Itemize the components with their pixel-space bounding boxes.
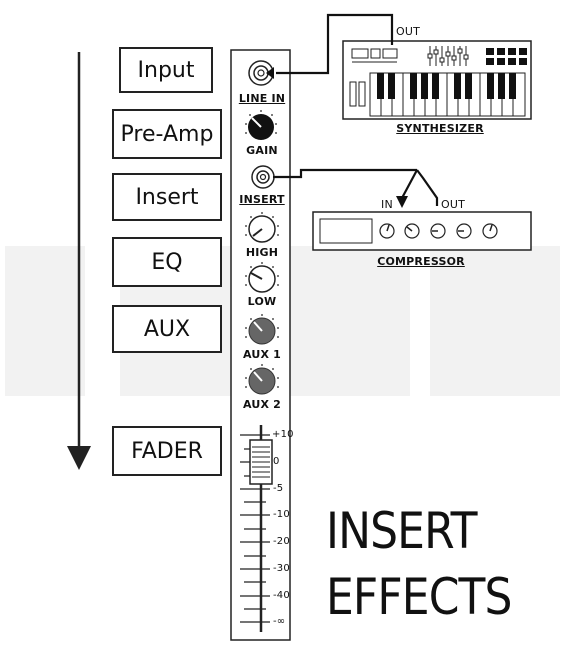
compressor-out-label: OUT (441, 198, 466, 211)
fader-cap-icon (249, 439, 273, 485)
aux1-label: AUX 1 (242, 348, 282, 361)
low-eq-knob-icon (248, 265, 276, 293)
line-in-jack-icon (248, 60, 274, 86)
line-in-label: LINE IN (238, 92, 286, 105)
insert-label: INSERT (239, 193, 285, 206)
stage-input: Input (119, 47, 213, 93)
synthesizer-label: SYNTHESIZER (396, 122, 484, 135)
high-eq-knob-icon (248, 215, 276, 243)
fader-scale-label: -20 (273, 536, 290, 547)
fader-scale-label: 0 (273, 456, 280, 467)
gain-label: GAIN (246, 144, 278, 157)
stage-insert: Insert (112, 173, 222, 221)
compressor-in-label: IN (381, 198, 393, 211)
stage-pre-amp: Pre-Amp (112, 109, 222, 159)
stage-fader: FADER (112, 426, 222, 476)
compressor-label: COMPRESSOR (377, 255, 465, 268)
low-label: LOW (247, 295, 277, 308)
fader-scale-label: -5 (273, 483, 284, 494)
fader-scale-label: -∞ (273, 616, 286, 627)
aux2-label: AUX 2 (242, 398, 282, 411)
title-line-2: EFFECTS (326, 568, 512, 626)
stage-aux: AUX (112, 305, 222, 353)
stage-eq: EQ (112, 237, 222, 287)
fader-scale-label: -30 (273, 563, 290, 574)
fader-scale-label: -40 (273, 590, 290, 601)
aux1-knob-icon (248, 317, 276, 345)
aux2-knob-icon (248, 367, 276, 395)
gain-knob-icon (248, 114, 274, 140)
fader-scale-label: -10 (273, 509, 290, 520)
fader-scale-label: +10 (272, 429, 294, 440)
insert-jack-icon (251, 165, 275, 189)
high-label: HIGH (245, 246, 279, 259)
synth-out-label: OUT (396, 25, 421, 38)
title-line-1: INSERT (326, 502, 477, 560)
